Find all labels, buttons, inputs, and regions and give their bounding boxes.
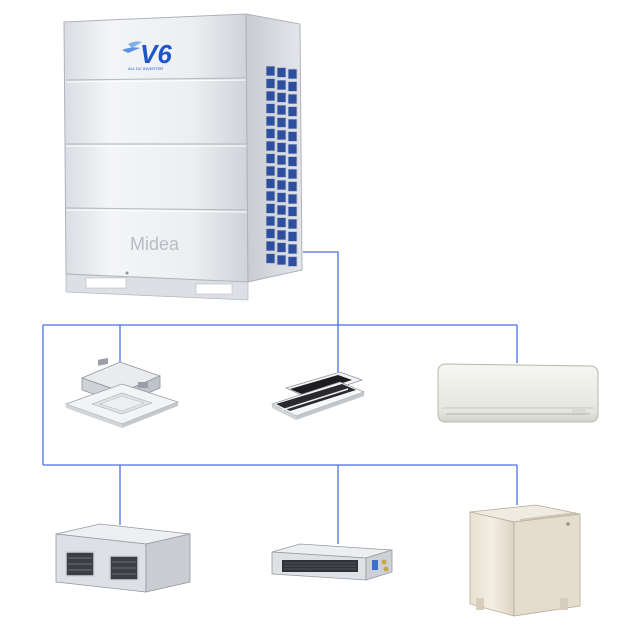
coil-cell	[287, 193, 298, 205]
indoor-unit-wall-mounted	[437, 363, 599, 423]
coil-cell	[276, 104, 287, 116]
v6-logo: V6 ALL DC INVERTER	[122, 39, 172, 71]
coil-cell	[265, 78, 276, 89]
coil-cell	[287, 243, 298, 255]
coil-cell	[265, 65, 276, 77]
coil-cell	[265, 215, 276, 227]
coil-cell	[287, 231, 298, 242]
coil-cell	[287, 106, 298, 117]
coil-cell	[276, 242, 287, 253]
coil-cell	[265, 240, 276, 252]
floor-standing-unit-icon	[469, 504, 581, 617]
indoor-unit-high-static-duct	[55, 523, 191, 593]
coil-cell	[276, 192, 287, 203]
coil-cell	[276, 92, 287, 103]
brand-logo: Midea	[130, 234, 180, 254]
coil-cell	[276, 254, 287, 266]
four-way-cassette-icon	[64, 357, 180, 428]
coil-cell	[276, 229, 287, 241]
coil-cell	[287, 68, 298, 80]
wall-mounted-unit-icon	[437, 363, 599, 423]
coil-cell	[276, 217, 287, 228]
coil-cell	[276, 167, 287, 178]
piping-network	[42, 251, 518, 544]
outdoor-unit: V6 ALL DC INVERTER Midea	[63, 13, 303, 301]
coil-cell	[287, 156, 298, 167]
slim-duct-icon	[271, 543, 393, 581]
coil-cell	[287, 118, 298, 130]
coil-cell	[287, 93, 298, 105]
coil-cell	[287, 206, 298, 217]
coil-cell	[265, 165, 276, 177]
heat-exchanger-coil-icon	[265, 65, 298, 267]
coil-cell	[276, 129, 287, 141]
indoor-unit-floor-standing	[469, 504, 581, 617]
coil-cell	[265, 228, 276, 239]
coil-cell	[265, 253, 276, 264]
coil-cell	[287, 181, 298, 192]
coil-cell	[265, 103, 276, 114]
coil-cell	[287, 218, 298, 230]
coil-cell	[265, 190, 276, 202]
coil-cell	[287, 131, 298, 142]
coil-cell	[276, 142, 287, 153]
main-riser-line	[303, 251, 339, 325]
coil-cell	[265, 178, 276, 189]
coil-cell	[287, 168, 298, 180]
coil-cell	[265, 153, 276, 164]
coil-cell	[265, 115, 276, 127]
v6-badge-tagline: ALL DC INVERTER	[128, 66, 163, 71]
v6-model-badge: V6	[140, 39, 172, 69]
coil-cell	[265, 128, 276, 139]
vrf-outdoor-unit-icon: V6 ALL DC INVERTER Midea	[63, 13, 303, 301]
coil-cell	[265, 90, 276, 102]
coil-cell	[265, 203, 276, 214]
coil-cell	[287, 143, 298, 155]
coil-cell	[276, 204, 287, 216]
coil-cell	[276, 154, 287, 166]
coil-cell	[276, 79, 287, 91]
indoor-unit-one-way-cassette	[270, 371, 366, 420]
high-static-duct-icon	[55, 523, 191, 593]
indoor-unit-four-way-cassette	[64, 357, 180, 428]
coil-cell	[276, 117, 287, 128]
coil-cell	[276, 67, 287, 78]
coil-cell	[287, 256, 298, 267]
coil-cell	[287, 81, 298, 92]
one-way-cassette-icon	[270, 371, 366, 420]
coil-cell	[265, 140, 276, 152]
indoor-unit-slim-duct	[271, 543, 393, 581]
coil-cell	[276, 179, 287, 191]
